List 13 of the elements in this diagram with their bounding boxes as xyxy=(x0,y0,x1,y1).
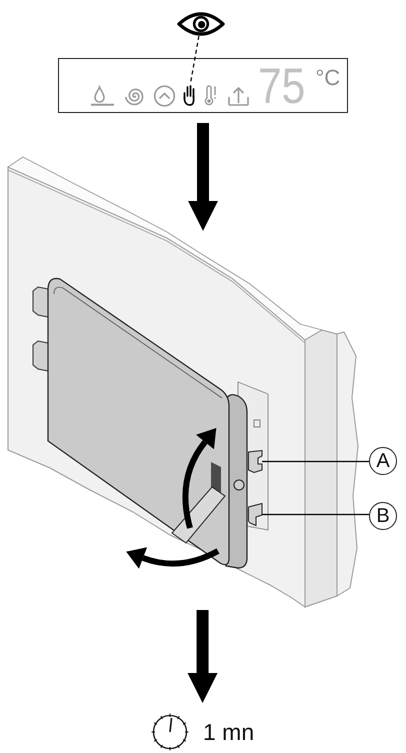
digit-readout: 75 xyxy=(258,64,305,109)
arrow xyxy=(188,123,218,231)
eye-icon xyxy=(177,12,225,36)
unit-label: °C xyxy=(316,66,340,88)
display-panel xyxy=(58,58,348,113)
leader-line xyxy=(262,460,369,462)
leader-line xyxy=(262,514,369,516)
dashed-line xyxy=(190,36,200,84)
mounting-clip xyxy=(248,502,262,526)
hand-icon xyxy=(182,84,196,106)
callout-letter: B xyxy=(369,502,397,530)
callout-letter: A xyxy=(369,447,397,475)
duration-label: 1 mn xyxy=(203,720,254,744)
